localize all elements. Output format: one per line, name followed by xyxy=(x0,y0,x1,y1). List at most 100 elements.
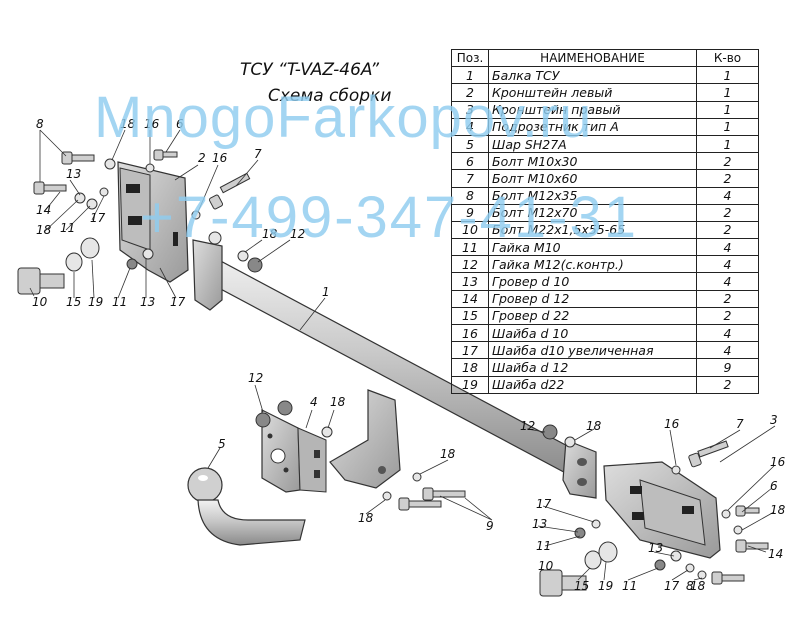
callout-number: 19 xyxy=(598,579,613,593)
callout-number: 18 xyxy=(36,223,52,237)
cell-name: Кронштейн правый xyxy=(488,100,697,119)
cell-qty: 1 xyxy=(696,83,759,102)
cell-name: Болт М12х70 xyxy=(488,203,697,222)
cell-qty: 1 xyxy=(696,134,759,154)
cell-name: Гайка М12(с.контр.) xyxy=(488,255,697,274)
callout-number: 18 xyxy=(120,117,136,131)
callout-number: 18 xyxy=(690,579,706,593)
cell-pos: 10 xyxy=(451,220,489,240)
cell-qty: 2 xyxy=(696,306,759,326)
cell-pos: 6 xyxy=(451,152,489,171)
callout-number: 13 xyxy=(66,167,81,181)
cell-pos: 3 xyxy=(451,100,489,119)
leader-lines xyxy=(29,129,776,581)
cell-pos: 2 xyxy=(451,83,489,102)
cell-pos: 5 xyxy=(451,134,489,154)
callout-number: 10 xyxy=(32,295,48,309)
callout-number: 17 xyxy=(536,497,552,511)
cell-name: Гровер d 10 xyxy=(488,272,697,291)
cell-qty: 2 xyxy=(696,289,759,308)
callout-number: 2 xyxy=(198,151,206,165)
cell-qty: 4 xyxy=(696,255,759,274)
cell-pos: 17 xyxy=(451,341,489,360)
cell-pos: 15 xyxy=(451,306,489,326)
cell-qty: 4 xyxy=(696,238,759,257)
cell-qty: 2 xyxy=(696,203,759,222)
callout-number: 13 xyxy=(648,541,663,555)
cell-pos: 14 xyxy=(451,289,489,308)
cell-qty: 4 xyxy=(696,186,759,205)
cell-pos: 13 xyxy=(451,272,489,291)
cell-name: Болт М10х60 xyxy=(488,169,697,188)
cell-qty: 2 xyxy=(696,169,759,188)
cell-name: Балка ТСУ xyxy=(488,66,697,85)
header-name: НАИМЕНОВАНИЕ xyxy=(488,48,697,68)
cell-name: Болт М10х30 xyxy=(488,152,697,171)
cell-pos: 1 xyxy=(451,66,489,85)
callout-number: 18 xyxy=(586,419,602,433)
callout-number: 16 xyxy=(144,117,160,131)
cell-name: Подрозетник тип А xyxy=(488,117,697,136)
cell-pos: 4 xyxy=(451,117,489,136)
callout-number: 16 xyxy=(664,417,680,431)
callout-number: 16 xyxy=(770,455,786,469)
callout-number: 14 xyxy=(36,203,51,217)
tow-ball xyxy=(187,467,306,546)
cell-name: Гайка М10 xyxy=(488,238,697,257)
cell-name: Болт М22х1,5х55-65 xyxy=(488,220,697,240)
callout-number: 8 xyxy=(36,117,44,131)
callout-number: 12 xyxy=(520,419,535,433)
cell-pos: 18 xyxy=(451,358,489,377)
callout-number: 6 xyxy=(770,479,778,493)
callout-number: 18 xyxy=(262,227,278,241)
cell-name: Шайба d10 увеличенная xyxy=(488,341,697,360)
cell-qty: 1 xyxy=(696,117,759,136)
callout-number: 11 xyxy=(112,295,127,309)
callout-number: 10 xyxy=(538,559,554,573)
callout-number: 15 xyxy=(66,295,81,309)
cell-qty: 1 xyxy=(696,66,759,85)
cell-qty: 9 xyxy=(696,358,759,377)
callout-number: 8 xyxy=(686,579,694,593)
cell-pos: 11 xyxy=(451,238,489,257)
callout-number: 3 xyxy=(770,413,778,427)
cell-pos: 9 xyxy=(451,203,489,222)
tow-beam xyxy=(192,239,597,499)
callout-number: 1 xyxy=(322,285,330,299)
cell-name: Болт М12х35 xyxy=(488,186,697,205)
cell-pos: 7 xyxy=(451,169,489,188)
callout-number: 12 xyxy=(248,371,263,385)
cell-pos: 8 xyxy=(451,186,489,205)
cell-qty: 1 xyxy=(696,100,759,119)
washers-and-nuts xyxy=(65,158,743,580)
socket-plate xyxy=(261,409,327,493)
diagram-subtitle: Схема сборки xyxy=(268,86,392,106)
cell-qty: 4 xyxy=(696,272,759,291)
callout-number: 16 xyxy=(212,151,228,165)
callout-number: 7 xyxy=(736,417,744,431)
cell-qty: 2 xyxy=(696,375,759,394)
callout-number: 12 xyxy=(290,227,305,241)
parts-table-header: Поз. НАИМЕНОВАНИЕ К-во xyxy=(451,48,759,68)
callout-number: 18 xyxy=(330,395,346,409)
cell-qty: 4 xyxy=(696,341,759,360)
cell-name: Кронштейн левый xyxy=(488,83,697,102)
cell-name: Шайба d22 xyxy=(488,375,697,394)
header-qty: К-во xyxy=(696,48,759,68)
cell-pos: 12 xyxy=(451,255,489,274)
